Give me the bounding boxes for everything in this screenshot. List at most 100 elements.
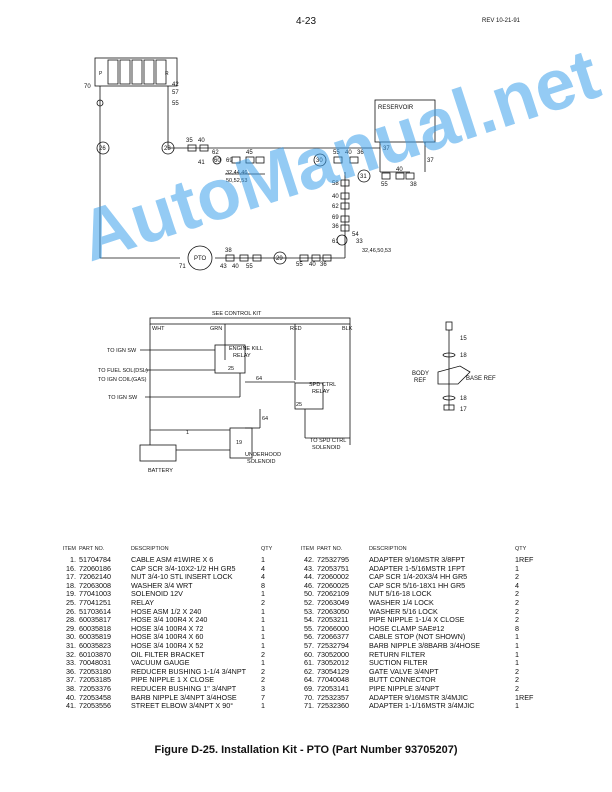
parts-cell-desc: HOSE ASM 1/2 X 240: [131, 606, 202, 616]
parts-cell-qty: 8: [515, 623, 519, 633]
parts-cell-item: 28.: [66, 615, 76, 625]
parts-cell-item: 32.: [66, 649, 76, 659]
svg-text:RELAY: RELAY: [312, 389, 330, 395]
svg-text:SOLENOID: SOLENOID: [312, 445, 340, 451]
parts-cell-pn: 77040048: [317, 675, 349, 685]
parts-cell-qty: 1: [261, 701, 265, 711]
parts-cell-qty: 2: [515, 666, 519, 676]
svg-text:BODY: BODY: [412, 371, 429, 377]
svg-text:29: 29: [276, 256, 283, 262]
svg-text:62: 62: [332, 204, 339, 210]
parts-cell-item: 70.: [304, 692, 314, 702]
parts-cell-item: 52.: [304, 597, 314, 607]
parts-cell-pn: 72053556: [79, 701, 111, 711]
parts-cell-desc: HOSE CLAMP SAE#12: [369, 623, 445, 633]
parts-cell-pn: 60035818: [79, 623, 111, 633]
parts-cell-pn: 72532794: [317, 640, 349, 650]
parts-cell-qty: 1: [515, 658, 519, 668]
svg-text:RED: RED: [290, 326, 302, 332]
parts-cell-item: 25.: [66, 597, 76, 607]
svg-text:RELAY: RELAY: [233, 353, 251, 359]
parts-cell-desc: PIPE NIPPLE 1 X CLOSE: [131, 675, 215, 685]
svg-text:62: 62: [212, 150, 219, 156]
svg-text:40: 40: [396, 167, 403, 173]
parts-cell-qty: 4: [261, 572, 265, 582]
parts-cell-qty: 1: [261, 623, 265, 633]
parts-cell-pn: 72060186: [79, 563, 111, 573]
parts-list-right: ITEM PART NO. DESCRIPTION QTY 42.7253279…: [300, 544, 539, 711]
parts-cell-pn: 72063049: [317, 597, 349, 607]
parts-header-row: ITEM PART NO. DESCRIPTION QTY: [62, 546, 273, 552]
svg-text:TO SPD CTRL: TO SPD CTRL: [310, 438, 346, 444]
page-number: 4-23: [295, 16, 316, 27]
svg-text:31: 31: [360, 174, 367, 180]
hose-30-symbol: [313, 153, 327, 167]
parts-cell-item: 30.: [66, 632, 76, 642]
hose-29-symbol: [273, 251, 287, 265]
revision-label: REV 10-21-91: [482, 18, 521, 24]
parts-cell-pn: 72532357: [317, 692, 349, 702]
parts-cell-pn: 72532360: [317, 701, 349, 711]
parts-cell-desc: HOSE 3/4 100R4 X 240: [131, 615, 208, 625]
svg-text:ENGINE KILL: ENGINE KILL: [229, 346, 263, 352]
parts-cell-pn: 72060002: [317, 572, 349, 582]
parts-cell-item: 36.: [66, 666, 76, 676]
svg-text:30: 30: [316, 158, 323, 164]
svg-text:26: 26: [99, 146, 106, 152]
parts-cell-item: 33.: [66, 658, 76, 668]
parts-cell-qty: 2: [261, 666, 265, 676]
svg-text:60: 60: [214, 158, 221, 164]
parts-cell-desc: BUTT CONNECTOR: [369, 675, 436, 685]
parts-cell-desc: STREET ELBOW 3/4NPT X 90°: [131, 701, 234, 711]
svg-text:TO FUEL SOL(DSL): TO FUEL SOL(DSL): [98, 368, 148, 374]
parts-cell-item: 64.: [304, 675, 314, 685]
svg-text:37: 37: [383, 146, 390, 152]
fitting-55: [96, 99, 104, 107]
oil-cooler: [94, 57, 178, 87]
cooler-label-r: R: [165, 71, 169, 77]
pto-label: PTO: [194, 256, 207, 262]
parts-cell-qty: 2: [261, 675, 265, 685]
bolt-assembly: [437, 321, 471, 411]
parts-cell-desc: CAP SCR 5/16-18X1 HH GR5: [369, 580, 466, 590]
svg-text:38: 38: [410, 182, 417, 188]
parts-cell-desc: CAP SCR 3/4-10X2-1/2 HH GR5: [131, 563, 236, 573]
parts-cell-desc: HOSE 3/4 100R4 X 60: [131, 632, 204, 642]
parts-cell-item: 17.: [66, 572, 76, 582]
svg-text:40: 40: [332, 194, 339, 200]
parts-cell-desc: BARB NIPPLE 3/4NPT 3/4HOSE: [131, 692, 237, 702]
parts-cell-desc: RELAY: [131, 597, 155, 607]
svg-text:42: 42: [172, 82, 179, 88]
parts-cell-desc: WASHER 3/4 WRT: [131, 580, 193, 590]
parts-cell-pn: 72063008: [79, 580, 111, 590]
parts-cell-pn: 72063050: [317, 606, 349, 616]
parts-cell-qty: 2: [515, 606, 519, 616]
parts-cell-desc: HOSE 3/4 100R4 X 72: [131, 623, 204, 633]
svg-text:SEE CONTROL KIT: SEE CONTROL KIT: [212, 311, 262, 317]
parts-cell-pn: 72060025: [317, 580, 349, 590]
parts-cell-qty: 7: [261, 692, 265, 702]
svg-text:REF: REF: [414, 378, 426, 384]
parts-cell-item: 43.: [304, 563, 314, 573]
hydraulic-diagram: P R RESERVOIR PTO 70 42 57 55 26 28 35 4…: [84, 57, 436, 271]
svg-text:TO IGN SW: TO IGN SW: [108, 395, 138, 401]
parts-cell-pn: 60035819: [79, 632, 111, 642]
parts-cell-desc: ADAPTER 1-1/16MSTR 3/4MJIC: [369, 701, 475, 711]
svg-text:BATTERY: BATTERY: [148, 468, 173, 474]
